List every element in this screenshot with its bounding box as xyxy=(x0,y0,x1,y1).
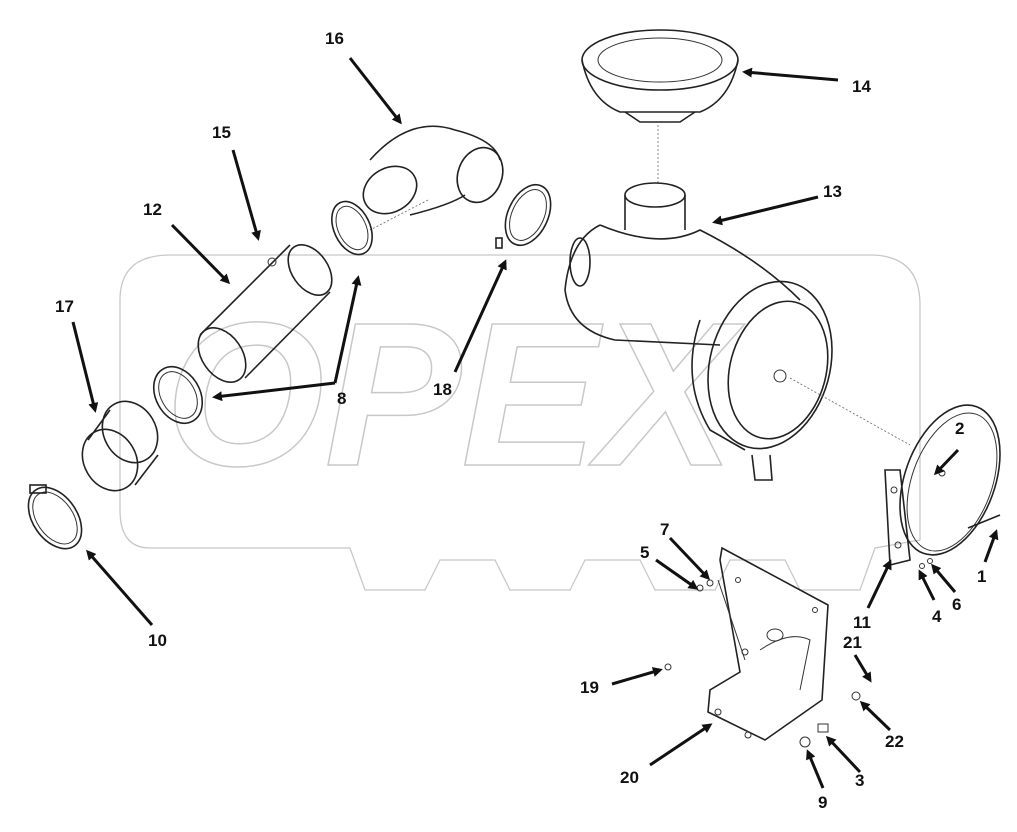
part-clamp-8-lower xyxy=(152,365,204,425)
part-tube xyxy=(197,244,333,383)
part-cap xyxy=(581,29,739,185)
arrow-13 xyxy=(712,195,819,226)
callout-1: 1 xyxy=(977,567,986,586)
arrow-2 xyxy=(933,448,960,476)
callout-17: 17 xyxy=(55,297,74,316)
callout-18: 18 xyxy=(433,380,452,399)
callout-12: 12 xyxy=(143,200,162,219)
arrow-15 xyxy=(231,149,261,241)
arrow-12 xyxy=(170,223,231,285)
small-hardware xyxy=(664,558,933,748)
callout-16: 16 xyxy=(325,29,344,48)
arrow-7 xyxy=(668,536,711,581)
arrow-4 xyxy=(918,569,936,601)
callout-21: 21 xyxy=(843,633,862,652)
callout-14: 14 xyxy=(852,77,871,96)
arrow-8b xyxy=(212,381,336,402)
callout-2: 2 xyxy=(955,419,964,438)
arrow-21 xyxy=(853,654,872,683)
part-clamp-8-upper xyxy=(331,200,373,256)
watermark-logo: OPEX xyxy=(119,254,921,591)
callout-11: 11 xyxy=(853,613,871,632)
part-mount-bracket xyxy=(707,546,829,741)
leader-arrows xyxy=(71,57,999,789)
part-clamp-18 xyxy=(495,183,552,249)
arrow-19 xyxy=(611,667,663,686)
callout-22: 22 xyxy=(885,732,904,751)
arrow-5 xyxy=(655,558,699,590)
part-band-bracket xyxy=(884,404,1001,567)
arrow-16 xyxy=(348,57,402,125)
arrow-6 xyxy=(931,563,957,593)
callout-10: 10 xyxy=(148,631,167,650)
arrow-1 xyxy=(983,529,999,563)
callout-6: 6 xyxy=(952,595,961,614)
callout-3: 3 xyxy=(855,771,864,790)
arrow-9 xyxy=(806,749,825,789)
part-clamp-10 xyxy=(27,484,83,550)
callout-15: 15 xyxy=(212,123,231,142)
arrow-11 xyxy=(866,559,892,609)
watermark-text: OPEX xyxy=(165,280,745,509)
callout-labels: 14 13 16 15 12 17 8 18 10 2 1 11 4 6 7 5… xyxy=(55,29,986,812)
arrow-10 xyxy=(86,549,154,626)
arrow-18 xyxy=(453,259,507,373)
arrow-3 xyxy=(825,735,862,774)
callout-4: 4 xyxy=(932,607,942,626)
arrow-14 xyxy=(742,67,839,82)
part-air-cleaner xyxy=(564,182,911,481)
arrow-17 xyxy=(71,321,99,413)
arrow-8a xyxy=(333,275,362,384)
callout-8: 8 xyxy=(337,389,346,408)
callout-5: 5 xyxy=(640,543,649,562)
callout-9: 9 xyxy=(818,793,827,812)
part-elbow xyxy=(362,125,504,231)
part-hose xyxy=(81,400,159,492)
arrow-20 xyxy=(649,723,713,767)
callout-20: 20 xyxy=(620,768,639,787)
callout-13: 13 xyxy=(823,182,842,201)
callout-7: 7 xyxy=(660,520,669,539)
arrow-22 xyxy=(859,700,892,732)
callout-19: 19 xyxy=(580,678,599,697)
